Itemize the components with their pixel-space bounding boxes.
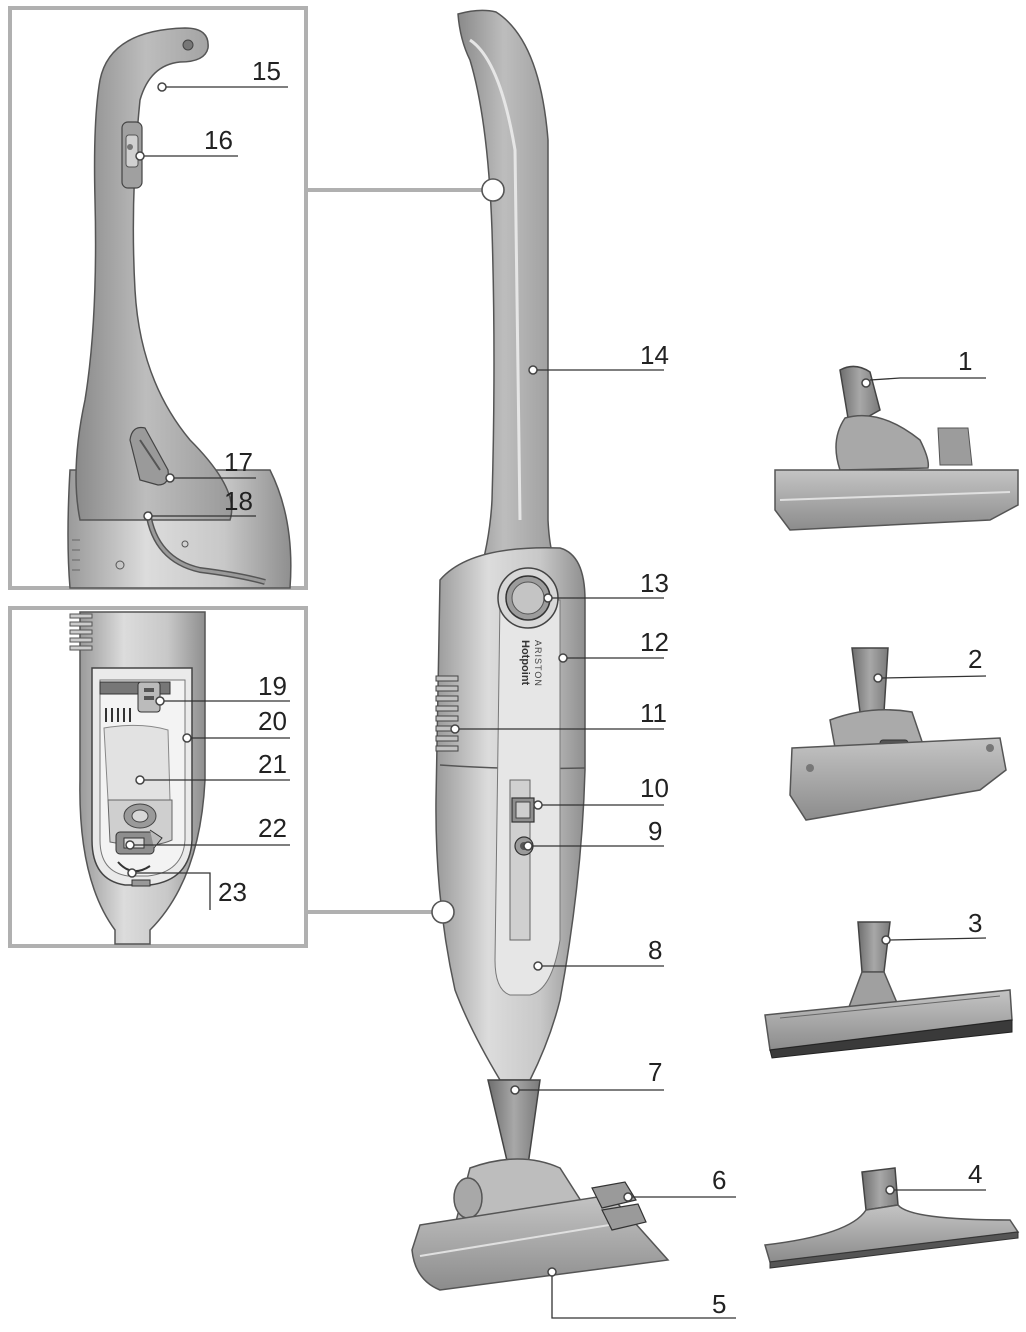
callout-7: 7 [510,1057,664,1095]
connector-dot-body [431,900,455,924]
label-22: 22 [258,813,287,843]
label-14: 14 [640,340,669,370]
label-20: 20 [258,706,287,736]
label-8: 8 [648,935,662,965]
label-5: 5 [712,1289,726,1319]
callout-16: 16 [135,125,238,161]
callout-10: 10 [533,773,669,810]
inset-frame-bottom [8,606,442,948]
callout-3: 3 [881,908,987,945]
label-12: 12 [640,627,669,657]
label-10: 10 [640,773,669,803]
connector-dot-handle [481,178,505,202]
label-23: 23 [218,877,247,907]
label-15: 15 [252,56,281,86]
callout-23: 23 [127,868,247,910]
callout-20: 20 [182,706,290,743]
callout-17: 17 [165,447,256,483]
accessory-parquet-brush [764,921,1013,1059]
label-21: 21 [258,749,287,779]
label-17: 17 [224,447,253,477]
callout-18: 18 [143,486,256,521]
callout-8: 8 [533,935,664,971]
label-3: 3 [968,908,982,938]
callout-19: 19 [155,671,290,706]
callout-1: 1 [861,346,986,388]
accessory-turbo-brush [789,647,1007,821]
callout-15: 15 [157,56,288,92]
label-1: 1 [958,346,972,376]
label-11: 11 [640,698,667,728]
callout-5: 5 [547,1267,736,1319]
label-18: 18 [224,486,253,516]
label-2: 2 [968,644,982,674]
callout-9: 9 [523,816,664,851]
brand-name-hotpoint: Hotpoint [519,640,531,686]
callout-4: 4 [885,1159,986,1195]
accessory-crevice-tool [764,1167,1020,1269]
brand-name-ariston: ARISTON [533,640,543,687]
callout-12: 12 [558,627,669,663]
callout-22: 22 [125,813,290,850]
callout-21: 21 [135,749,290,785]
label-4: 4 [968,1159,982,1189]
label-19: 19 [258,671,287,701]
callout-6: 6 [623,1165,736,1202]
label-9: 9 [648,816,662,846]
callout-11: 11 [450,698,667,734]
label-13: 13 [640,568,669,598]
vacuum-main-illustration: Hotpoint ARISTON [411,9,670,1291]
label-7: 7 [648,1057,662,1087]
callout-14: 14 [528,340,669,375]
callout-13: 13 [543,568,669,603]
handle-detail-illustration [67,27,292,589]
callout-2: 2 [873,644,987,683]
label-16: 16 [204,125,233,155]
accessory-floor-nozzle [774,365,1019,531]
label-6: 6 [712,1165,726,1195]
